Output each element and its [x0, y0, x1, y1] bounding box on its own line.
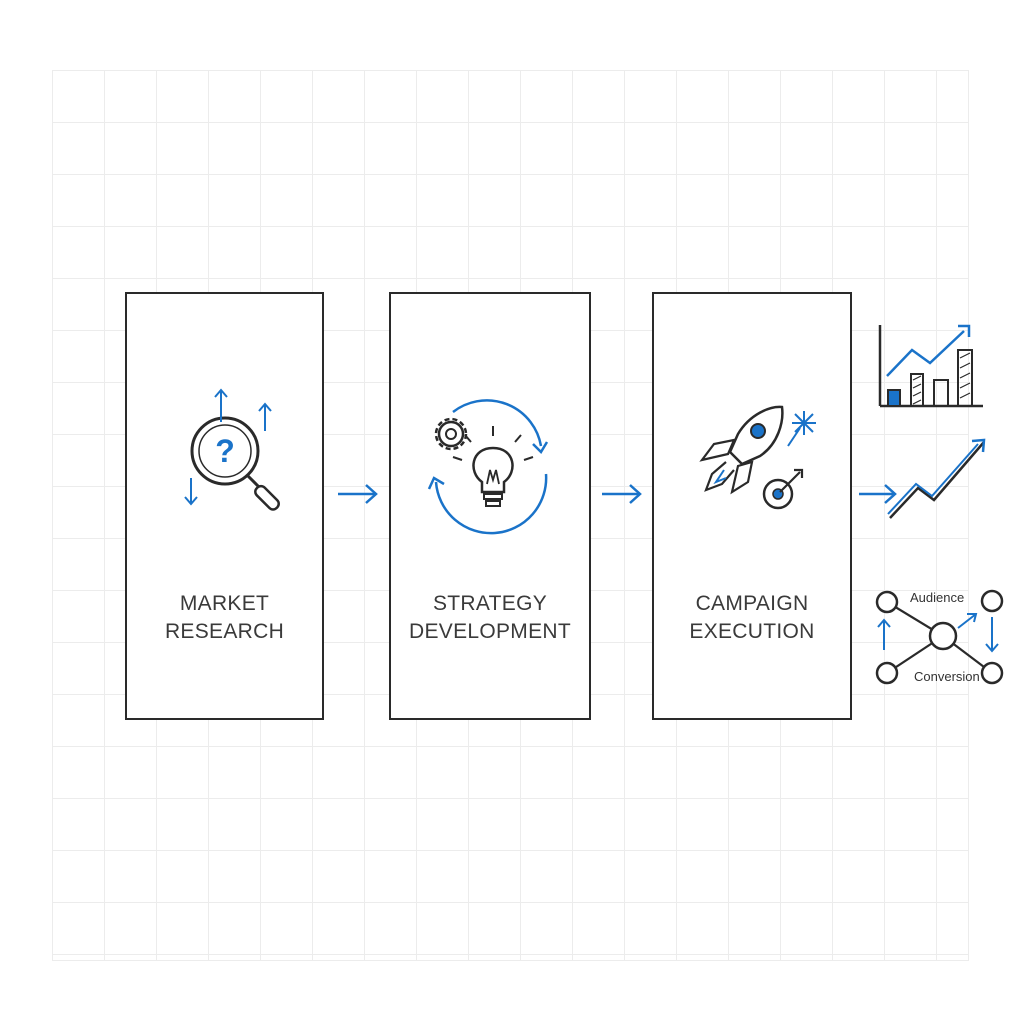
gear-lightbulb-cycle-icon [427, 399, 549, 535]
step-panel-strategy-development: STRATEGY DEVELOPMENT [389, 292, 591, 720]
network-label-audience: Audience [910, 590, 965, 605]
step-label-line1: CAMPAIGN [695, 592, 809, 615]
step-panel-campaign-execution: CAMPAIGN EXECUTION [652, 292, 852, 720]
step-panel-market-research: ? MARKET RESEARCH [125, 292, 324, 720]
svg-text:?: ? [215, 433, 235, 469]
step-label-line1: MARKET [179, 592, 270, 615]
step-label-strategy-development: STRATEGY DEVELOPMENT [391, 590, 589, 646]
flow-arrow-icon [338, 484, 378, 504]
step-label-line2: DEVELOPMENT [409, 620, 571, 643]
flow-arrow-icon [602, 484, 642, 504]
network-label-conversion: Conversion [914, 669, 980, 684]
rocket-target-icon [699, 405, 816, 510]
step-label-line2: RESEARCH [164, 620, 285, 643]
magnifier-question-icon: ? [184, 388, 280, 511]
flow-arrow-icon [859, 484, 897, 504]
step-label-line2: EXECUTION [689, 620, 815, 643]
step-label-campaign-execution: CAMPAIGN EXECUTION [654, 590, 850, 646]
step-label-line1: STRATEGY [432, 592, 548, 615]
step-label-market-research: MARKET RESEARCH [127, 590, 322, 646]
